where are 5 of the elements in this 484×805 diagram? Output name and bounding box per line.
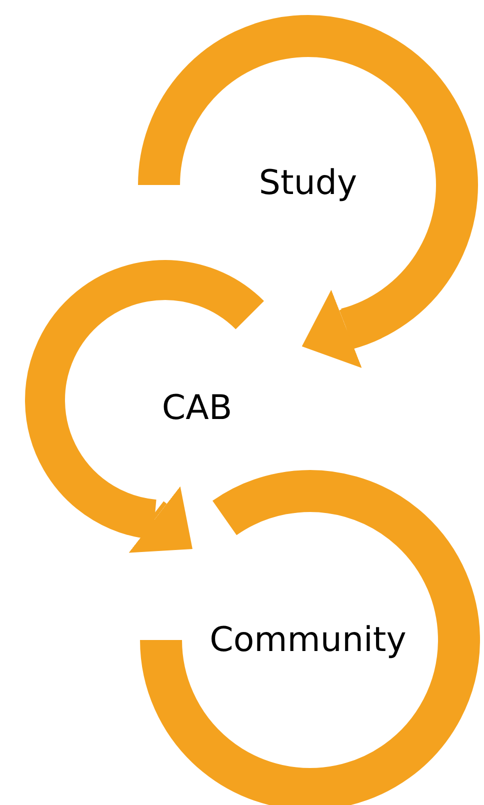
node-label: Study [258,163,358,203]
arrow [302,290,362,368]
node-label: Community [210,620,406,660]
node-label: CAB [162,388,232,428]
arrow [128,486,192,553]
